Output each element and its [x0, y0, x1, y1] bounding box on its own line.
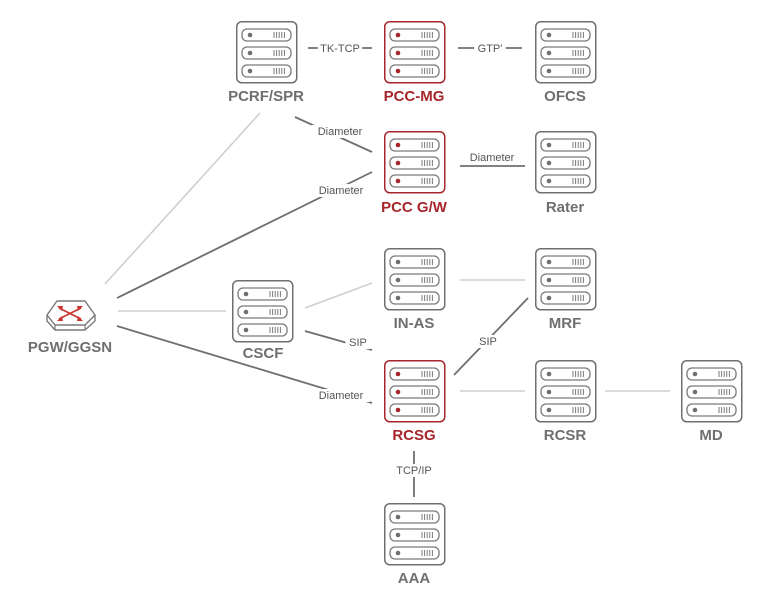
server-icon — [535, 131, 597, 194]
edge-rcsg-mrf: SIP — [453, 297, 529, 376]
node-label: PCC G/W — [381, 199, 448, 216]
router-icon — [46, 300, 96, 331]
node-label: PGW/GGSN — [28, 339, 112, 356]
edge-cscf-inas — [304, 282, 373, 309]
edge-label-bg — [475, 335, 501, 348]
edge-label: TCP/IP — [396, 465, 431, 477]
node-md[interactable]: MD — [681, 360, 743, 444]
node-pcc-gw[interactable]: PCC G/W — [381, 131, 448, 216]
node-label: CSCF — [243, 345, 284, 362]
server-icon — [384, 503, 446, 566]
node-label: PCC-MG — [384, 88, 445, 105]
connector-line — [104, 112, 261, 285]
node-ofcs[interactable]: OFCS — [535, 21, 597, 105]
edge-label-bg — [311, 125, 369, 138]
edge-label: Diameter — [470, 152, 515, 164]
node-label: MRF — [549, 315, 582, 332]
node-label: IN-AS — [394, 315, 435, 332]
node-aaa[interactable]: AAA — [384, 503, 446, 587]
connector-line — [304, 282, 373, 309]
edge-pcrf-pccgw: Diameter — [294, 116, 373, 153]
node-label: PCRF/SPR — [228, 88, 304, 105]
edge-pgw-pcrf — [104, 112, 261, 285]
edge-label-bg — [317, 42, 363, 55]
node-pcrf-spr[interactable]: PCRF/SPR — [228, 21, 304, 105]
node-mrf[interactable]: MRF — [535, 248, 597, 332]
node-label: AAA — [398, 570, 431, 587]
node-label: RCSR — [544, 427, 587, 444]
edge-cscf-rcsg: SIP — [304, 330, 373, 351]
node-pcc-mg[interactable]: PCC-MG — [384, 21, 446, 105]
edge-label: Diameter — [318, 126, 363, 138]
node-rcsr[interactable]: RCSR — [535, 360, 597, 444]
edge-pccgw-rater: Diameter — [460, 152, 525, 167]
server-icon — [236, 21, 298, 84]
edge-label: Diameter — [319, 185, 364, 197]
node-label: Rater — [546, 199, 585, 216]
server-icon — [535, 248, 597, 311]
server-icon — [681, 360, 743, 423]
edge-label-bg — [312, 184, 370, 197]
edge-label-bg — [345, 336, 371, 349]
edge-label-bg — [391, 464, 437, 477]
edge-label: GTP' — [478, 43, 503, 55]
server-icon — [384, 131, 446, 194]
edge-label: TK-TCP — [320, 43, 360, 55]
edge-pcrf-pccmg: TK-TCP — [308, 42, 372, 55]
edge-label: SIP — [479, 336, 497, 348]
node-rater[interactable]: Rater — [535, 131, 597, 216]
server-icon — [535, 360, 597, 423]
edge-pccmg-ofcs: GTP' — [458, 42, 522, 55]
node-rcsg[interactable]: RCSG — [384, 360, 446, 444]
node-in-as[interactable]: IN-AS — [384, 248, 446, 332]
node-label: MD — [699, 427, 722, 444]
edge-rcsg-aaa: TCP/IP — [391, 451, 437, 497]
edge-label-bg — [312, 389, 370, 402]
node-pgw-ggsn[interactable]: PGW/GGSN — [28, 300, 112, 356]
server-icon — [384, 248, 446, 311]
edge-label-bg — [474, 42, 506, 55]
server-icon — [384, 360, 446, 423]
server-icon — [384, 21, 446, 84]
edge-label: SIP — [349, 337, 367, 349]
edge-label: Diameter — [319, 390, 364, 402]
edge-pgw-rcsg: Diameter — [116, 325, 373, 404]
server-icon — [535, 21, 597, 84]
node-cscf[interactable]: CSCF — [232, 280, 294, 362]
edge-pgw-pccgw: Diameter — [116, 171, 373, 299]
server-icon — [232, 280, 294, 343]
node-label: RCSG — [392, 427, 435, 444]
node-label: OFCS — [544, 88, 586, 105]
